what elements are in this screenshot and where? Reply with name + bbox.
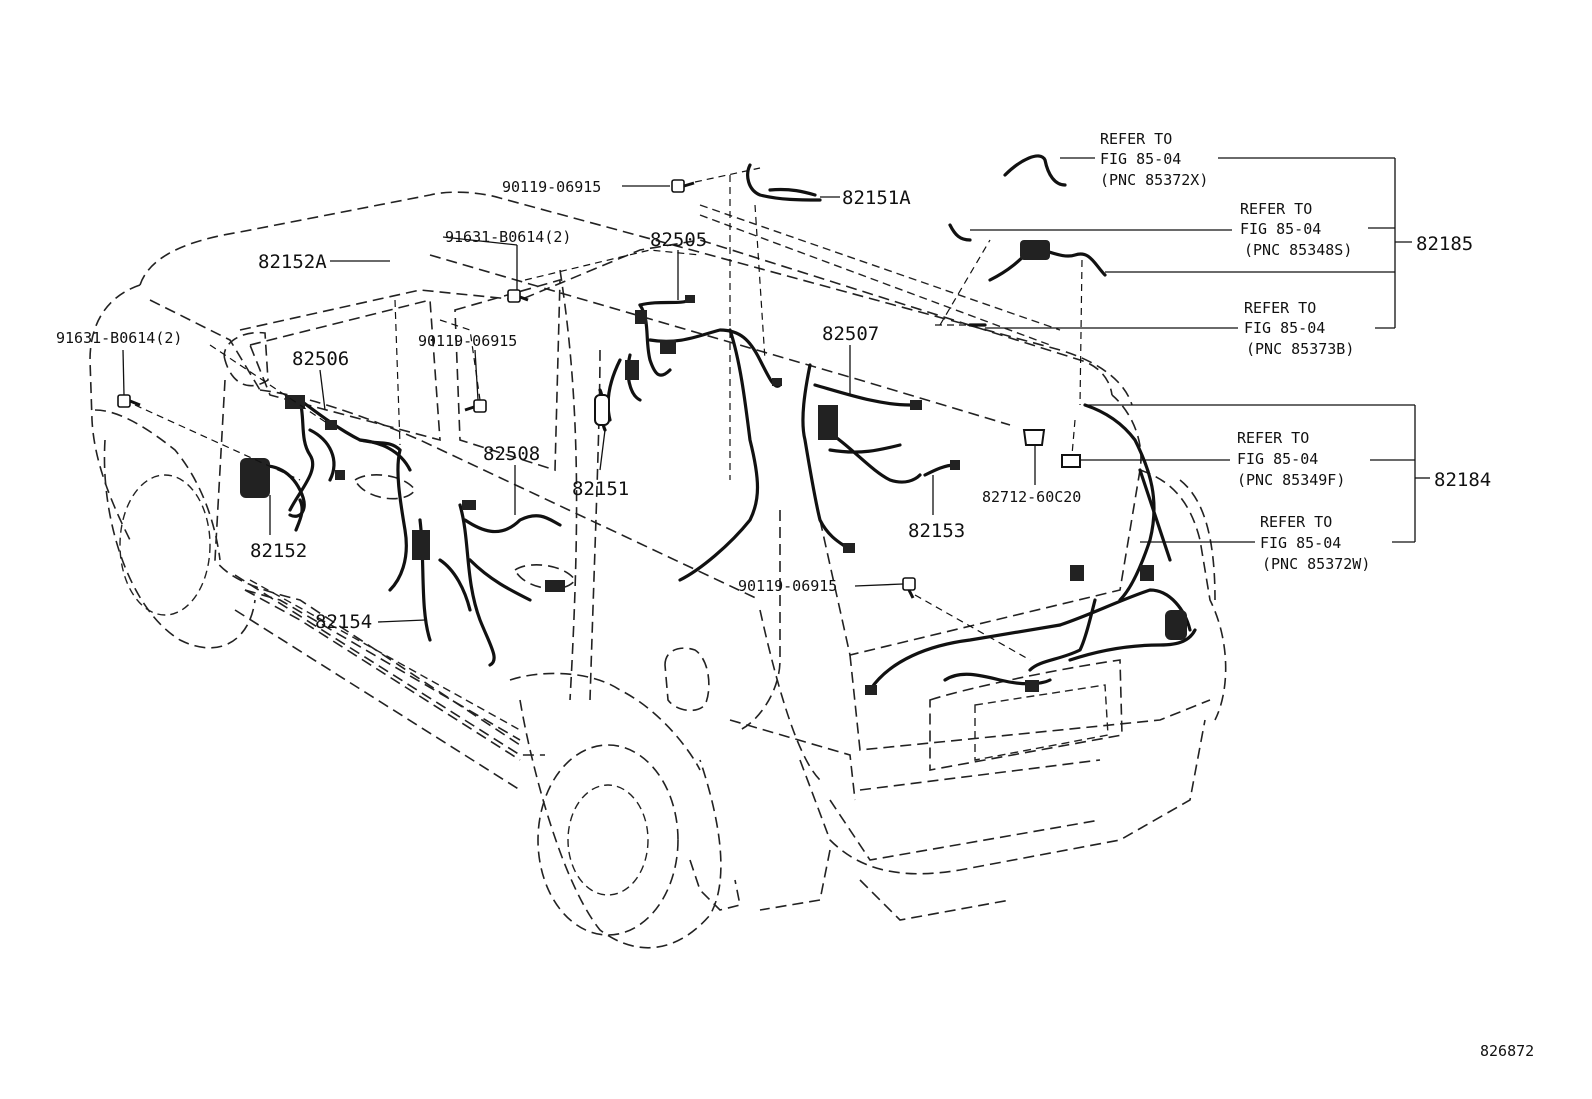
svg-text:REFER TO: REFER TO bbox=[1100, 130, 1172, 148]
label-82152A: 82152A bbox=[258, 251, 327, 273]
refer-note-85372X: REFER TO FIG 85-04 (PNC 85372X) bbox=[1100, 130, 1208, 189]
clip-front-icon bbox=[117, 394, 141, 408]
label-82508: 82508 bbox=[483, 443, 540, 465]
svg-text:FIG 85-04: FIG 85-04 bbox=[1100, 150, 1181, 168]
svg-text:REFER TO: REFER TO bbox=[1244, 299, 1316, 317]
label-clip-front: 91631-B0614(2) bbox=[56, 329, 182, 347]
svg-text:FIG 85-04: FIG 85-04 bbox=[1237, 450, 1318, 468]
label-bolt-pillar: 90119-06915 bbox=[418, 332, 517, 350]
rain-sensor bbox=[1022, 429, 1046, 446]
refer-note-85348S: REFER TO FIG 85-04 (PNC 85348S) bbox=[1240, 200, 1352, 259]
bolt-pillar-icon bbox=[464, 399, 487, 413]
svg-text:(PNC 85373B): (PNC 85373B) bbox=[1246, 340, 1354, 358]
label-82507: 82507 bbox=[822, 323, 879, 345]
label-82185: 82185 bbox=[1416, 233, 1473, 255]
label-82505: 82505 bbox=[650, 229, 707, 251]
svg-text:(PNC 85349F): (PNC 85349F) bbox=[1237, 471, 1345, 489]
harness-front-door bbox=[240, 395, 412, 592]
clip-roof-icon bbox=[507, 289, 529, 303]
label-82151: 82151 bbox=[572, 478, 629, 500]
svg-text:REFER TO: REFER TO bbox=[1260, 513, 1332, 531]
svg-text:FIG 85-04: FIG 85-04 bbox=[1244, 319, 1325, 337]
label-bolt-top: 90119-06915 bbox=[502, 178, 601, 196]
label-sensor: 82712-60C20 bbox=[982, 488, 1081, 506]
label-82152: 82152 bbox=[250, 540, 307, 562]
label-clip-roof: 91631-B0614(2) bbox=[445, 228, 571, 246]
harness-roof-rear bbox=[746, 154, 1107, 327]
vehicle-outline bbox=[89, 191, 1227, 949]
harness-rear-door bbox=[412, 500, 565, 667]
label-82154: 82154 bbox=[315, 611, 372, 633]
svg-text:REFER TO: REFER TO bbox=[1240, 200, 1312, 218]
svg-text:(PNC 85348S): (PNC 85348S) bbox=[1244, 241, 1352, 259]
label-82506: 82506 bbox=[292, 348, 349, 370]
label-82184: 82184 bbox=[1434, 469, 1491, 491]
fasteners bbox=[117, 179, 916, 599]
refer-note-85372W: REFER TO FIG 85-04 (PNC 85372W) bbox=[1260, 513, 1370, 573]
svg-text:FIG 85-04: FIG 85-04 bbox=[1260, 534, 1341, 552]
part-labels: 82151A 82152A 82505 82506 82507 82508 82… bbox=[56, 130, 1534, 1060]
label-bolt-rear: 90119-06915 bbox=[738, 577, 837, 595]
leader-lines bbox=[122, 157, 1430, 661]
label-82153: 82153 bbox=[908, 520, 965, 542]
svg-text:FIG 85-04: FIG 85-04 bbox=[1240, 220, 1321, 238]
harness-roof-center bbox=[606, 295, 782, 582]
svg-text:REFER TO: REFER TO bbox=[1237, 429, 1309, 447]
refer-note-85349F: REFER TO FIG 85-04 (PNC 85349F) bbox=[1237, 429, 1345, 489]
bolt-rear-icon bbox=[902, 577, 916, 599]
svg-text:(PNC 85372X): (PNC 85372X) bbox=[1100, 171, 1208, 189]
bolt-top-icon bbox=[671, 179, 695, 193]
label-82151A: 82151A bbox=[842, 187, 911, 209]
svg-text:(PNC 85372W): (PNC 85372W) bbox=[1262, 555, 1370, 573]
refer-note-85373B: REFER TO FIG 85-04 (PNC 85373B) bbox=[1244, 299, 1354, 358]
figure-id: 826872 bbox=[1480, 1042, 1534, 1060]
harness-pillar-82151 bbox=[594, 388, 610, 432]
harness-tailgate bbox=[865, 403, 1197, 695]
harness-rear-quarter bbox=[801, 363, 960, 553]
